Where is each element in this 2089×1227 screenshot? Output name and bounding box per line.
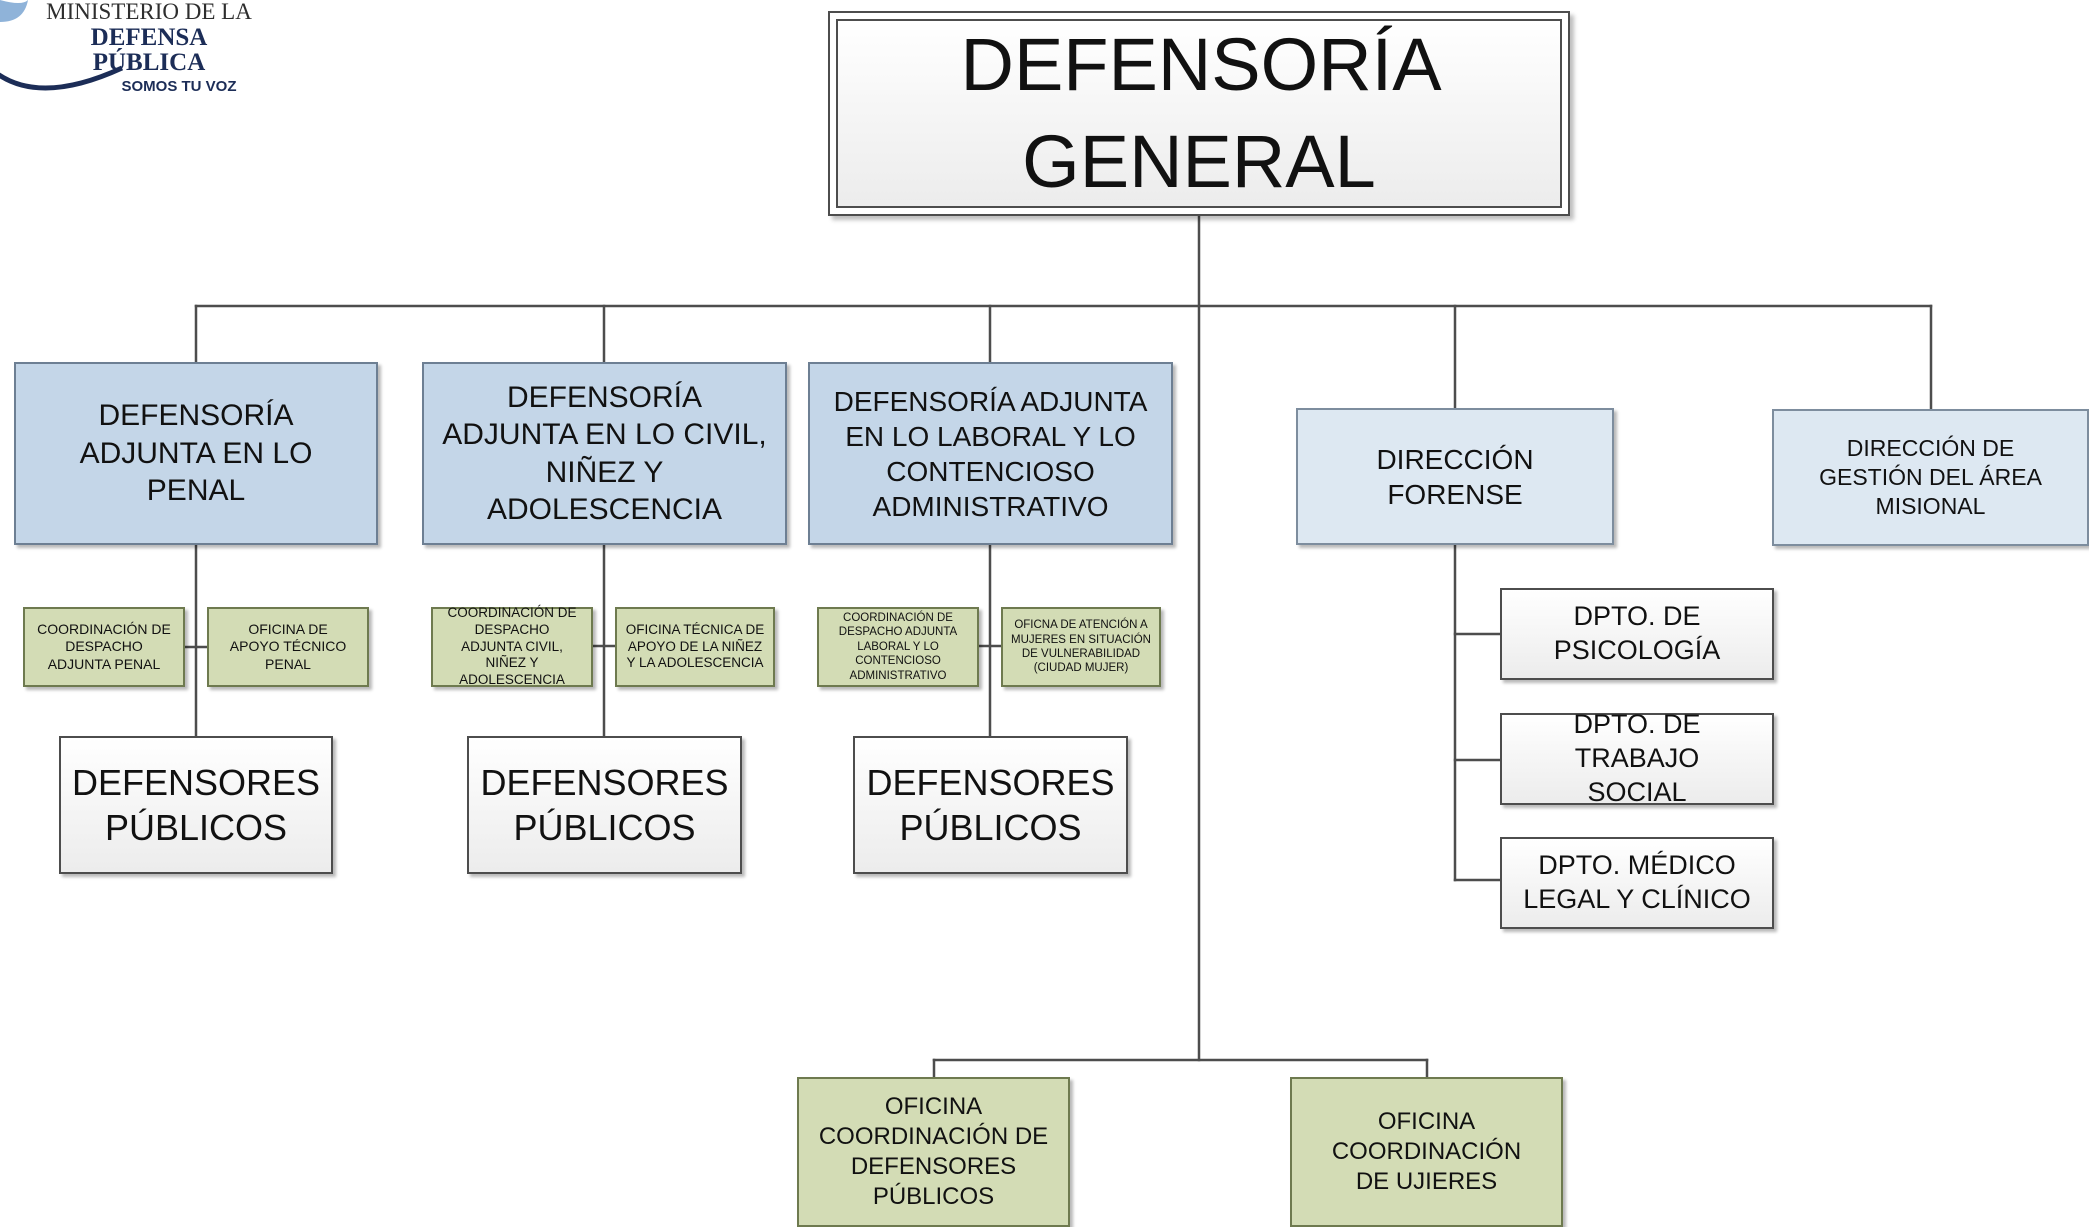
civil-coordination-office: COORDINACIÓN DE DESPACHO ADJUNTA CIVIL, … xyxy=(431,605,593,687)
adjunta-civil-box: DEFENSORÍA ADJUNTA EN LO CIVIL, NIÑEZ Y … xyxy=(422,362,787,545)
civil-support-office: OFICINA TÉCNICA DE APOYO DE LA NIÑEZ Y L… xyxy=(615,607,775,687)
penal-coordination-office: COORDINACIÓN DE DESPACHO ADJUNTA PENAL xyxy=(23,607,185,687)
penal-support-office: OFICINA DE APOYO TÉCNICO PENAL xyxy=(207,607,369,687)
logo-line-1: MINISTERIO DE LA xyxy=(46,0,252,24)
oficina-coordinacion-ujieres: OFICINA COORDINACIÓN DE UJIERES xyxy=(1290,1077,1563,1227)
logo-slogan: SOMOS TU VOZ xyxy=(121,78,237,95)
defensores-publicos-laboral: DEFENSORES PÚBLICOS xyxy=(853,736,1128,874)
ciudad-mujer-office: OFICNA DE ATENCIÓN A MUJERES EN SITUACIÓ… xyxy=(1001,607,1161,687)
laboral-coordination-office: COORDINACIÓN DE DESPACHO ADJUNTA LABORAL… xyxy=(817,607,979,687)
dept-medico-legal: DPTO. MÉDICO LEGAL Y CLÍNICO xyxy=(1500,837,1774,929)
defensoria-general-box: DEFENSORÍA GENERAL xyxy=(828,11,1570,216)
direccion-gestion-box: DIRECCIÓN DE GESTIÓN DEL ÁREA MISIONAL xyxy=(1772,409,2089,546)
dept-psicologia: DPTO. DE PSICOLOGÍA xyxy=(1500,588,1774,680)
defensoria-general-title: DEFENSORÍA GENERAL xyxy=(836,19,1562,208)
direccion-forense-box: DIRECCIÓN FORENSE xyxy=(1296,408,1614,545)
adjunta-laboral-box: DEFENSORÍA ADJUNTA EN LO LABORAL Y LO CO… xyxy=(808,362,1173,545)
logo-line-2: DEFENSA PÚBLICA xyxy=(90,24,208,76)
defensores-publicos-penal: DEFENSORES PÚBLICOS xyxy=(59,736,333,874)
logo-emblem-icon xyxy=(0,0,124,91)
oficina-coordinacion-defensores: OFICINA COORDINACIÓN DE DEFENSORES PÚBLI… xyxy=(797,1077,1070,1227)
adjunta-penal-box: DEFENSORÍA ADJUNTA EN LO PENAL xyxy=(14,362,378,545)
defensores-publicos-civil: DEFENSORES PÚBLICOS xyxy=(467,736,742,874)
ministry-logo: MINISTERIO DE LA DEFENSA PÚBLICA SOMOS T… xyxy=(0,0,260,100)
dept-trabajo-social: DPTO. DE TRABAJO SOCIAL xyxy=(1500,709,1774,807)
